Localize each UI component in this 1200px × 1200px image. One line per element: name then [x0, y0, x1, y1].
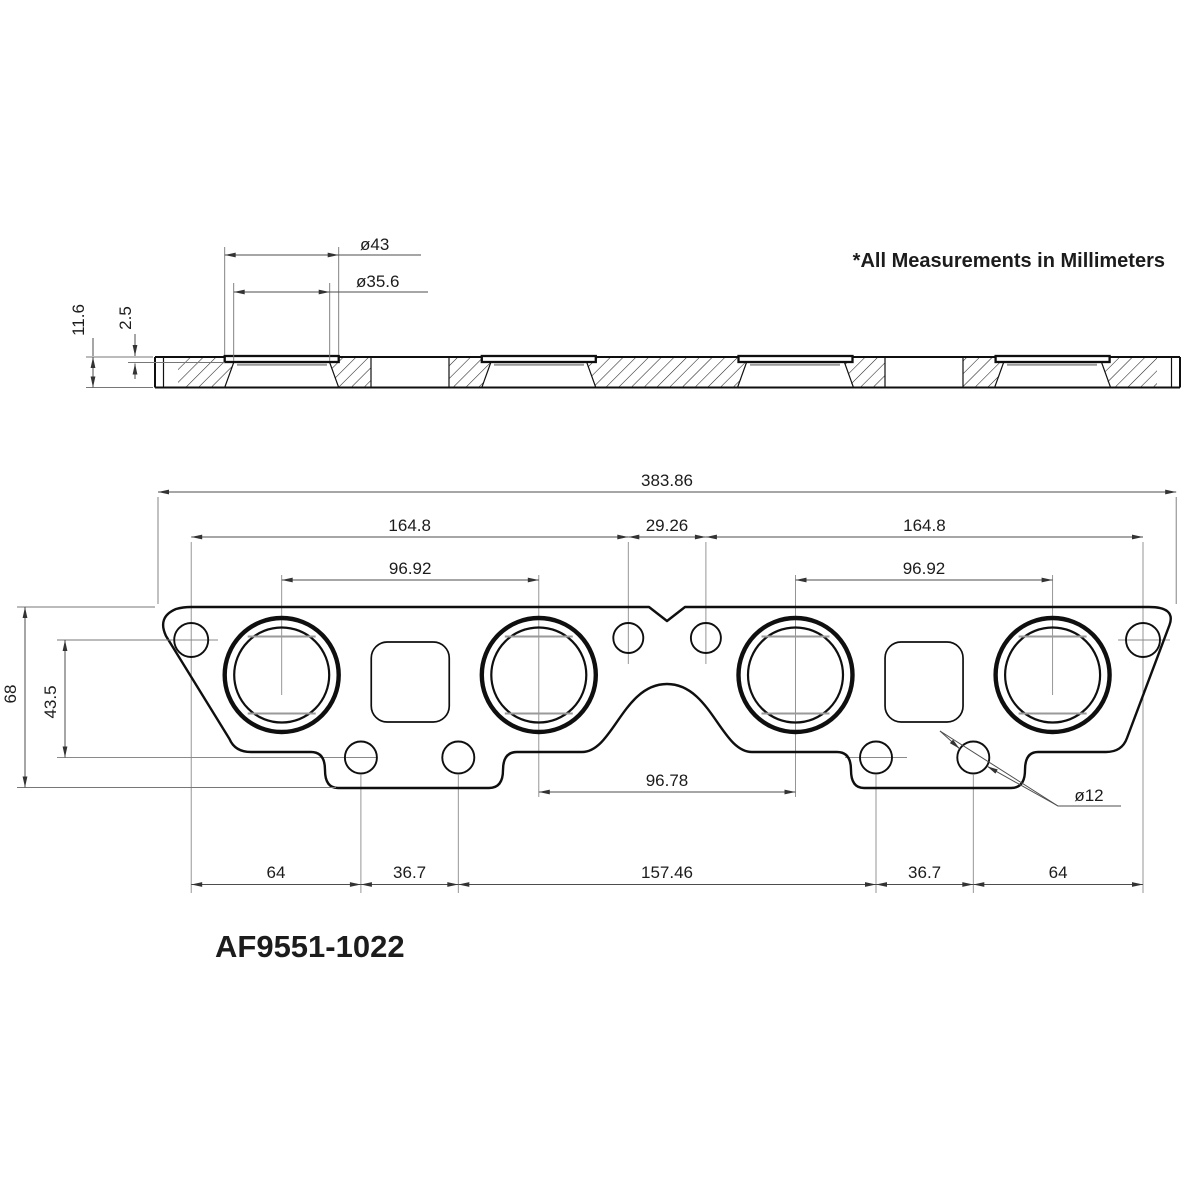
dim-thickness: 11.6: [69, 304, 153, 388]
part-number: AF9551-1022: [215, 929, 405, 964]
dim-overall-width-label: 383.86: [641, 471, 693, 490]
bolt-holes: [173, 622, 1161, 775]
dim-port-diameter-label: ø35.6: [356, 272, 399, 291]
dim-seat-diameter-label: ø43: [360, 235, 389, 254]
dim-port-pitch-center-label: 96.78: [646, 771, 689, 790]
section-hatch-areas: [178, 357, 1157, 388]
dim-bolt-hole-diameter-label: ø12: [1074, 786, 1103, 805]
port-3-outer: [736, 615, 855, 735]
bolt-hole-lower-1: [343, 740, 378, 775]
dim-chain-5-label: 64: [1049, 863, 1068, 882]
port-seat-ring-2: [480, 354, 597, 364]
dim-bottom-chain: 64 36.7 157.46 36.7 64: [191, 863, 1143, 887]
dim-recess-depth-label: 2.5: [116, 306, 135, 330]
dim-port-pitch-center: 96.78: [538, 771, 796, 795]
section-window-lines: [370, 357, 964, 388]
bolt-hole-top-right: [1125, 622, 1161, 658]
bolt-hole-center-left: [612, 622, 645, 654]
section-port-seats: [223, 354, 1112, 388]
port-seat-shadows: [247, 635, 1087, 715]
exhaust-ports: [222, 615, 1112, 735]
dim-hole-offset-label: 43.5: [41, 685, 60, 718]
port-3-inner: [746, 626, 845, 724]
dim-port-diameter: ø35.6: [233, 272, 428, 361]
bolt-hole-lower-3: [859, 740, 893, 775]
dim-hole-offset: 43.5: [41, 639, 172, 758]
bolt-hole-lower-4: [956, 740, 991, 775]
port-1-outer: [222, 615, 341, 735]
section-view: ø43 ø35.6 11.6 2.5: [69, 235, 1181, 389]
square-window-left: [370, 641, 451, 723]
dim-chain-3-label: 157.46: [641, 863, 693, 882]
bolt-hole-center-right: [689, 622, 722, 654]
dim-chain-2-label: 36.7: [393, 863, 426, 882]
port-seat-ring-4: [994, 354, 1111, 364]
bolt-hole-top-left: [173, 622, 210, 658]
dim-span-center-label: 29.26: [646, 516, 689, 535]
square-window-right: [884, 641, 964, 723]
port-seat-ring-1: [223, 354, 340, 364]
dim-overall-width: 383.86: [157, 471, 1177, 604]
main-view: 383.86 164.8 29.26 164.8 96.92 96.92 96.…: [1, 471, 1177, 893]
dim-overall-height: 68: [1, 606, 336, 788]
gasket-outline: [161, 605, 1172, 790]
units-note: *All Measurements in Millimeters: [853, 250, 1165, 272]
dim-span-left-label: 164.8: [388, 516, 431, 535]
port-2-inner: [490, 626, 588, 724]
dim-overall-height-label: 68: [1, 685, 20, 704]
dim-chain-1-label: 64: [267, 863, 286, 882]
centerlines: [57, 542, 1170, 893]
port-4-inner: [1003, 626, 1102, 724]
dim-upper-spans: 164.8 29.26 164.8: [191, 516, 1143, 540]
port-seat-ring-3: [737, 354, 854, 364]
dim-port-pitches: 96.92 96.92: [281, 559, 1053, 583]
dim-span-right-label: 164.8: [903, 516, 946, 535]
bolt-hole-lower-2: [441, 740, 476, 775]
port-2-outer: [479, 615, 598, 735]
port-4-outer: [993, 615, 1112, 735]
dim-bolt-hole-diameter: ø12: [939, 730, 1121, 807]
port-1-inner: [233, 626, 331, 724]
dim-chain-4-label: 36.7: [908, 863, 941, 882]
dim-port-pitch-right-label: 96.92: [903, 559, 946, 578]
dim-seat-diameter: ø43: [224, 235, 421, 355]
dim-port-pitch-left-label: 96.92: [389, 559, 432, 578]
dim-thickness-label: 11.6: [69, 304, 88, 336]
dim-recess-depth: 2.5: [116, 306, 225, 379]
